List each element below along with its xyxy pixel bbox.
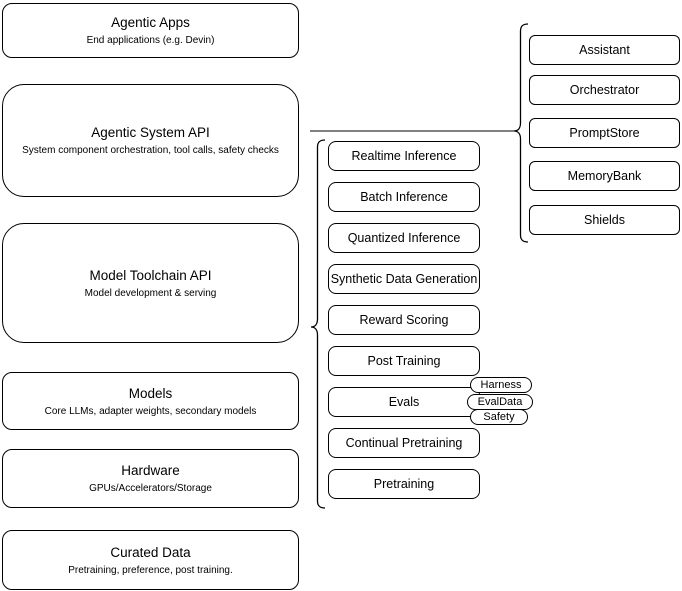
box-label: Evals <box>388 395 420 409</box>
models-box: Models Core LLMs, adapter weights, secon… <box>2 372 299 430</box>
pill-label: EvalData <box>477 396 523 408</box>
box-label: Shields <box>584 213 625 227</box>
toolchain-item-post-training: Post Training <box>328 346 480 376</box>
toolchain-item-synthetic-data-generation: Synthetic Data Generation <box>328 264 480 294</box>
curated-data-box: Curated Data Pretraining, preference, po… <box>2 530 299 590</box>
toolchain-item-pretraining: Pretraining <box>328 469 480 499</box>
system-component-shields: Shields <box>529 205 680 235</box>
toolchain-item-reward-scoring: Reward Scoring <box>328 305 480 335</box>
box-title: Agentic Apps <box>111 15 190 30</box>
box-title: Agentic System API <box>91 125 210 140</box>
evals-tag-safety: Safety <box>470 409 528 425</box>
box-title: Curated Data <box>110 544 191 560</box>
toolchain-item-continual-pretraining: Continual Pretraining <box>328 428 480 458</box>
box-label: Batch Inference <box>360 190 448 204</box>
box-title: Model Toolchain API <box>89 267 212 283</box>
box-label: PromptStore <box>569 126 640 140</box>
box-label: Realtime Inference <box>351 149 457 163</box>
box-title: Hardware <box>121 463 180 478</box>
toolchain-item-quantized-inference: Quantized Inference <box>328 223 480 253</box>
system-component-memorybank: MemoryBank <box>529 161 680 191</box>
box-label: Quantized Inference <box>347 231 461 245</box>
box-subtitle: Core LLMs, adapter weights, secondary mo… <box>44 405 257 417</box>
toolchain-item-realtime-inference: Realtime Inference <box>328 141 480 171</box>
box-label: Reward Scoring <box>359 313 449 327</box>
box-title: Models <box>128 385 173 401</box>
box-label: Post Training <box>367 354 441 368</box>
system-components-brace <box>513 23 529 243</box>
agentic-apps-box: Agentic Apps End applications (e.g. Devi… <box>2 3 299 58</box>
pill-label: Harness <box>480 379 522 391</box>
box-subtitle: System component orchestration, tool cal… <box>22 145 279 156</box>
box-label: Pretraining <box>373 477 435 491</box>
model-toolchain-api-box: Model Toolchain API Model development & … <box>2 223 299 343</box>
box-subtitle: GPUs/Accelerators/Storage <box>89 483 212 494</box>
pill-label: Safety <box>483 411 515 423</box>
box-label: MemoryBank <box>567 169 642 183</box>
agentic-system-api-box: Agentic System API System component orch… <box>2 84 299 197</box>
box-label: Assistant <box>579 43 630 57</box>
toolchain-item-batch-inference: Batch Inference <box>328 182 480 212</box>
box-label: Orchestrator <box>569 83 640 97</box>
hardware-box: Hardware GPUs/Accelerators/Storage <box>2 449 299 508</box>
system-component-orchestrator: Orchestrator <box>529 75 680 105</box>
system-component-assistant: Assistant <box>529 35 680 65</box>
evals-tag-harness: Harness <box>470 377 532 393</box>
box-subtitle: Pretraining, preference, post training. <box>68 564 233 576</box>
box-subtitle: End applications (e.g. Devin) <box>86 35 215 46</box>
toolchain-item-evals: Evals <box>328 387 480 417</box>
box-subtitle: Model development & serving <box>84 287 217 299</box>
system-component-promptstore: PromptStore <box>529 118 680 148</box>
box-label: Continual Pretraining <box>345 436 463 450</box>
evals-tag-evaldata: EvalData <box>467 394 533 410</box>
box-label: Synthetic Data Generation <box>330 272 478 286</box>
toolchain-group-brace <box>310 139 326 509</box>
